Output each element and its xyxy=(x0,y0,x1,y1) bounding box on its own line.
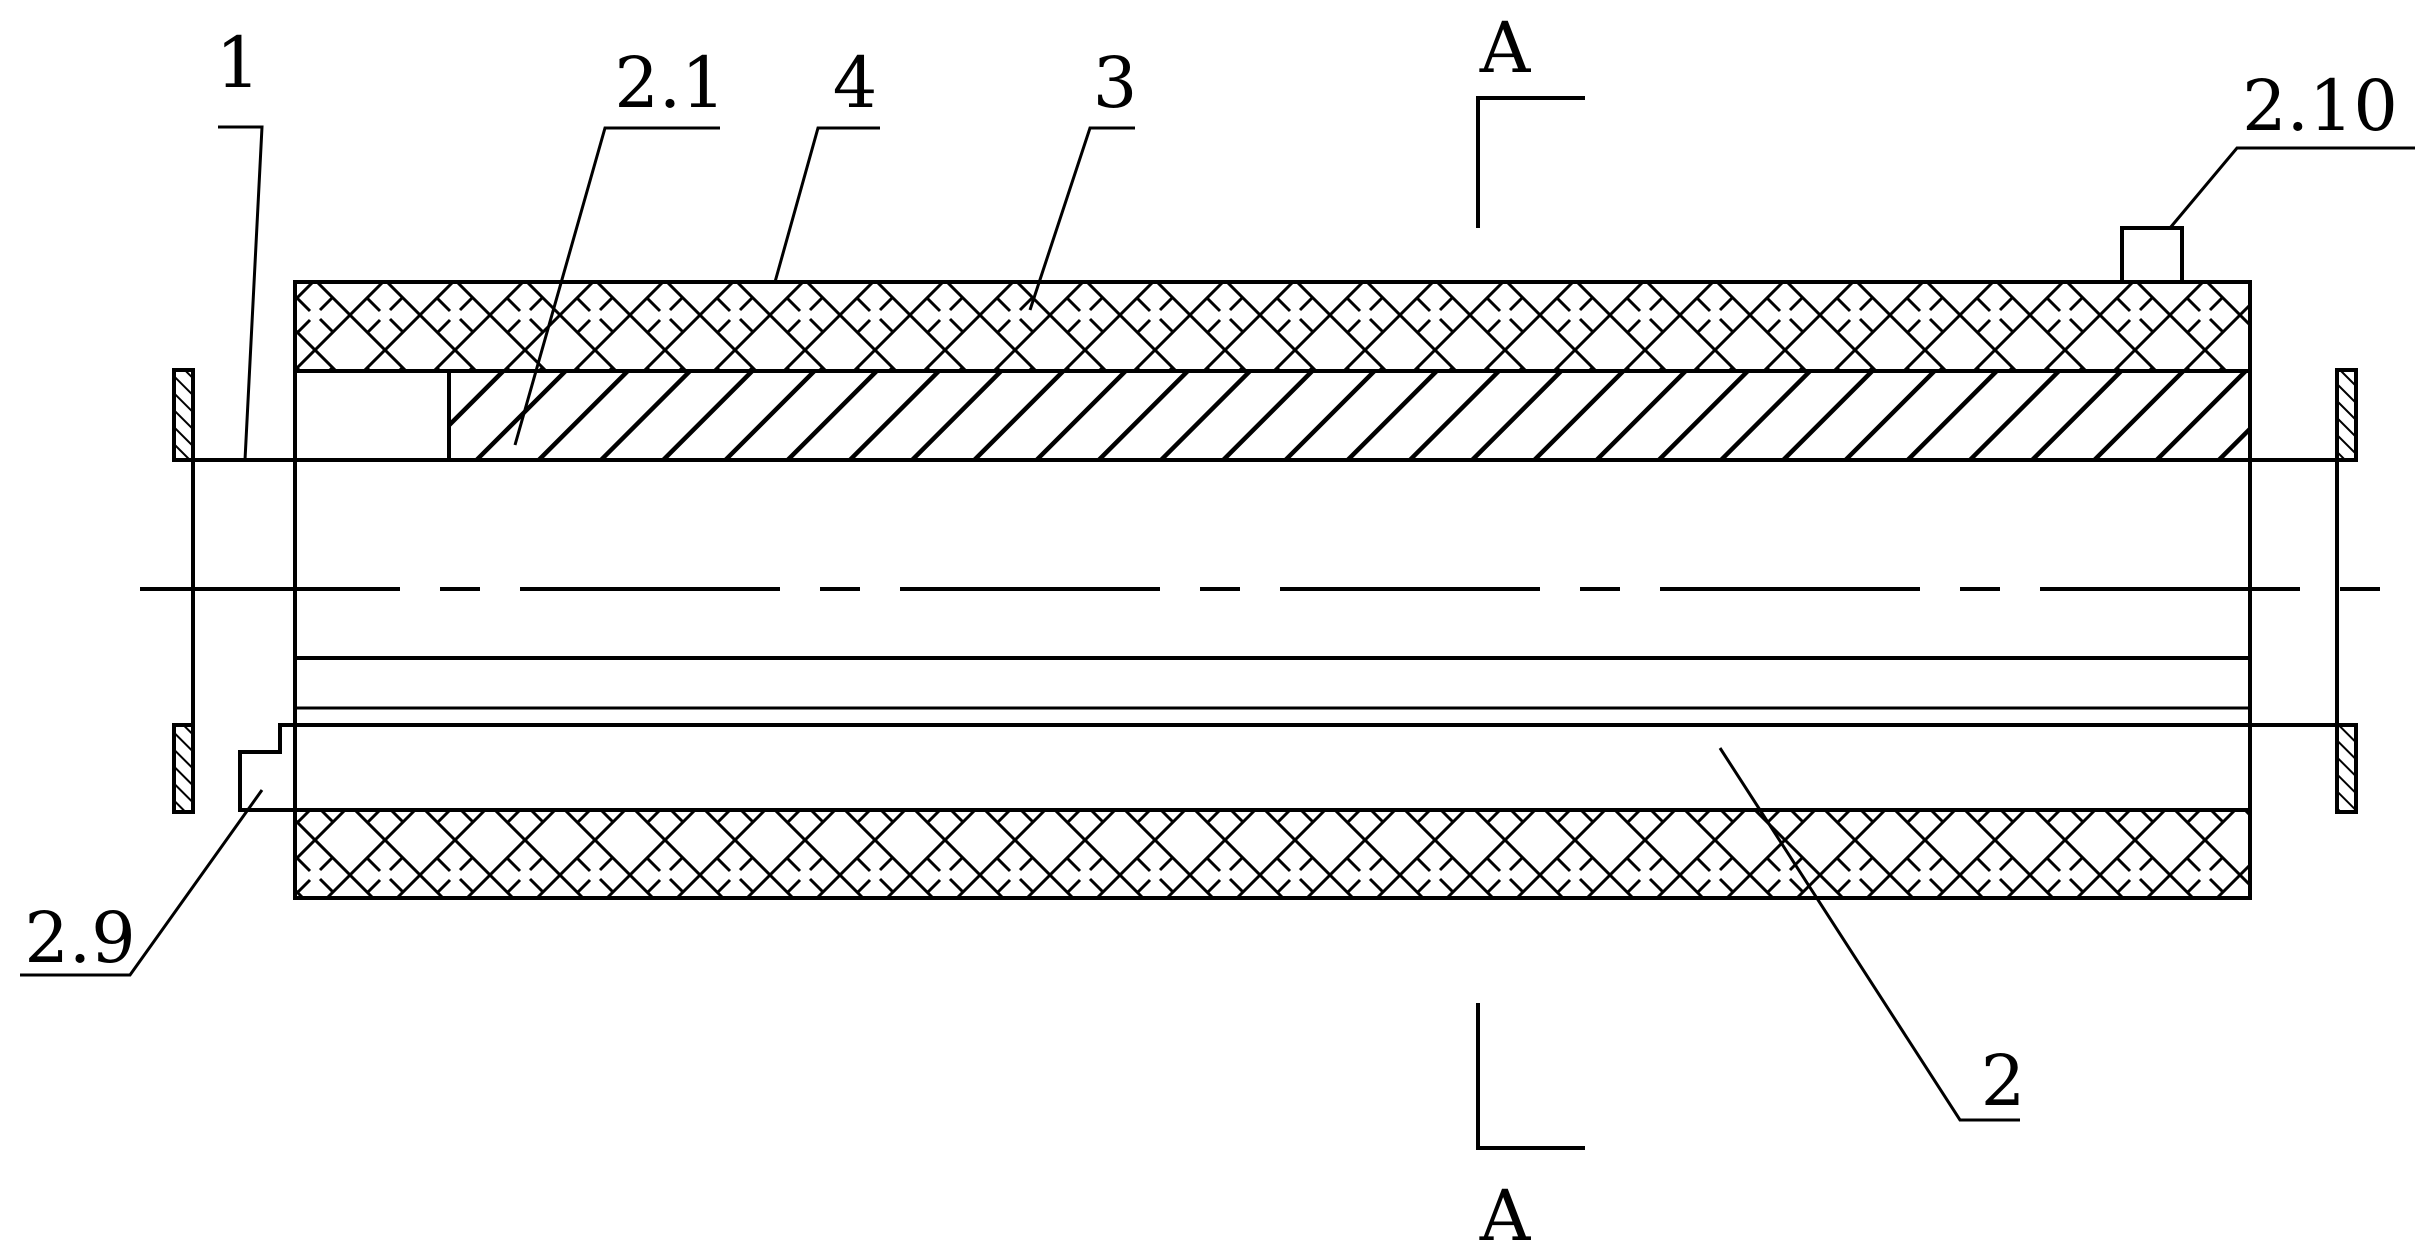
leader-lines xyxy=(20,125,2415,1122)
outer-layer-top xyxy=(293,280,2252,373)
label-part-2-10: 2.10 xyxy=(2242,65,2398,147)
section-mark-bottom: A xyxy=(1479,1175,1532,1250)
label-part-3: 3 xyxy=(1093,42,1138,124)
outlet-nozzle xyxy=(2120,226,2184,284)
outer-layer-bottom xyxy=(293,808,2252,900)
section-mark-top: A xyxy=(1479,7,1532,89)
right-flange-upper xyxy=(2335,368,2358,462)
label-part-1: 1 xyxy=(216,22,261,104)
label-part-4: 4 xyxy=(833,42,878,124)
label-part-2: 2 xyxy=(1981,1040,2026,1122)
inlet-step xyxy=(238,723,295,812)
right-flange-lower xyxy=(2335,723,2358,814)
inner-layer-gap xyxy=(293,369,451,462)
left-flange-lower xyxy=(172,723,195,814)
section-line-a-top xyxy=(1476,96,1585,228)
section-line-a-bottom xyxy=(1476,1003,1585,1150)
label-part-2-1: 2.1 xyxy=(614,42,725,124)
label-part-2-9: 2.9 xyxy=(24,897,135,979)
left-flange-upper xyxy=(172,368,195,462)
inner-layer-top xyxy=(447,369,2252,462)
